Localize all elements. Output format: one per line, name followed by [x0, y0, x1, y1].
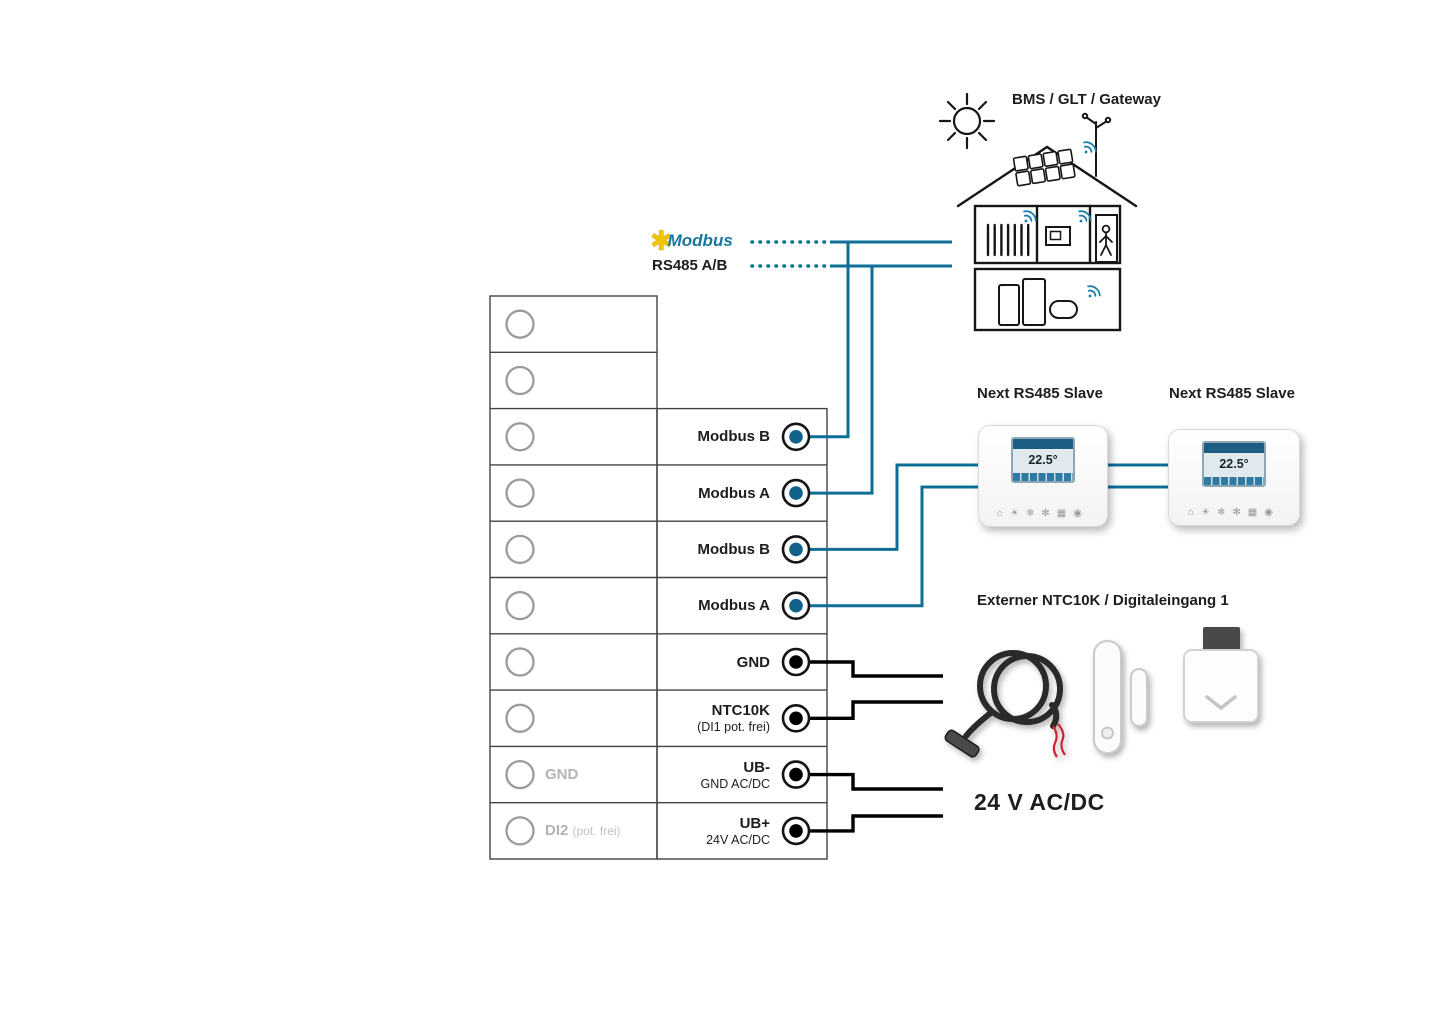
terminal-label-modbus-b-2: Modbus B: [697, 540, 771, 558]
ntc-probe-illustration: [944, 650, 1066, 758]
modbus-logo: ✱ Modbus: [650, 227, 733, 255]
rs485-slave-device-2: 22.5° ⌂☀❄✻▦◉: [1168, 429, 1300, 526]
terminal-label-ub-plus: UB+ 24V AC/DC: [658, 815, 770, 849]
touch-key-icon: ✻: [1041, 508, 1057, 519]
modbus-logo-text: Modbus: [667, 231, 733, 250]
thermostat-screen: 22.5°: [1011, 437, 1075, 483]
door-person-icon: [1095, 214, 1118, 263]
touch-key-icon: ▦: [1247, 507, 1265, 518]
left-label-gnd: GND: [545, 766, 579, 783]
probe-wires: [1052, 723, 1066, 758]
terminal-label-modbus-a-1: Modbus A: [698, 484, 770, 502]
sun-icon: [938, 92, 996, 150]
terminal-label-gnd: GND: [736, 653, 770, 671]
solar-panels-icon: [1012, 148, 1076, 187]
roof: [956, 145, 1138, 208]
terminal-label-ub-minus: UB- GND AC/DC: [658, 759, 770, 793]
slave-left-label: Next RS485 Slave: [977, 385, 1103, 402]
door-contact-illustration: [1093, 640, 1148, 754]
screen-header-bar: [1013, 439, 1073, 449]
left-label-sub: (pot. frei): [572, 824, 621, 838]
wall-thermostat-icon: [1045, 226, 1071, 246]
screen-temperature: 22.5°: [1219, 457, 1249, 471]
screen-header-bar: [1204, 443, 1264, 453]
touch-key-row: ⌂☀❄✻▦◉: [1169, 507, 1299, 518]
modbus-gear-icon: ✱: [650, 226, 673, 256]
screen-menu-bar: [1204, 477, 1264, 485]
slave-right-label: Next RS485 Slave: [1169, 385, 1295, 402]
touch-key-row: ⌂☀❄✻▦◉: [979, 508, 1107, 519]
power-label: 24 V AC/DC: [974, 789, 1105, 815]
touch-key-icon: ☀: [1010, 508, 1027, 519]
touch-key-icon: ◉: [1073, 508, 1089, 519]
terminal-screw-circles: [505, 309, 535, 846]
touch-key-icon: ▦: [1056, 508, 1074, 519]
touch-key-icon: ✻: [1232, 507, 1248, 518]
touch-key-icon: ☀: [1201, 507, 1218, 518]
terminal-label-modbus-b-1: Modbus B: [697, 428, 771, 445]
terminal-label-sub: GND AC/DC: [700, 776, 770, 791]
touch-key-icon: ◉: [1264, 507, 1280, 518]
terminal-label-sub: 24V AC/DC: [706, 832, 770, 847]
probe-tip: [944, 729, 980, 758]
rs485-label: RS485 A/B: [652, 257, 728, 274]
screen-menu-bar: [1013, 473, 1073, 481]
left-label-di2: DI2 (pot. frei): [545, 822, 621, 839]
terminal-label-modbus-a-2: Modbus A: [698, 597, 770, 615]
terminal-label-main: UB-: [743, 758, 770, 776]
bms-house-illustration: [938, 92, 1138, 332]
touch-key-icon: ❄: [1026, 508, 1042, 519]
card-switch-illustration: [1183, 627, 1259, 723]
radiator-icon: [986, 223, 1030, 257]
boiler-icon: [998, 278, 1046, 326]
rs485-slave-device-1: 22.5° ⌂☀❄✻▦◉: [978, 425, 1108, 527]
left-label-main: DI2: [545, 822, 569, 839]
terminal-label-sub: (DI1 pot. frei): [697, 720, 770, 734]
terminal-label-main: UB+: [739, 814, 770, 832]
screen-temperature: 22.5°: [1028, 453, 1058, 467]
touch-key-icon: ❄: [1217, 507, 1233, 518]
terminal-dots: [789, 430, 803, 838]
touch-key-icon: ⌂: [1188, 507, 1202, 518]
terminal-label-ntc10k: NTC10K (DI1 pot. frei): [658, 702, 770, 736]
wire-terminals: [781, 422, 811, 846]
modbus-bus-lines: [750, 240, 1172, 608]
terminal-block-grid: [489, 295, 828, 860]
sensors-label: Externer NTC10K / Digitaleingang 1: [977, 592, 1229, 609]
thermostat-screen: 22.5°: [1202, 441, 1266, 487]
terminal-label-main: NTC10K: [711, 702, 770, 719]
bms-label: BMS / GLT / Gateway: [1012, 91, 1161, 108]
touch-key-icon: ⌂: [997, 508, 1011, 519]
gateway-device-icon: [1049, 300, 1078, 319]
power-sensor-lines: [810, 660, 943, 833]
weather-station-icon: [1081, 112, 1112, 177]
